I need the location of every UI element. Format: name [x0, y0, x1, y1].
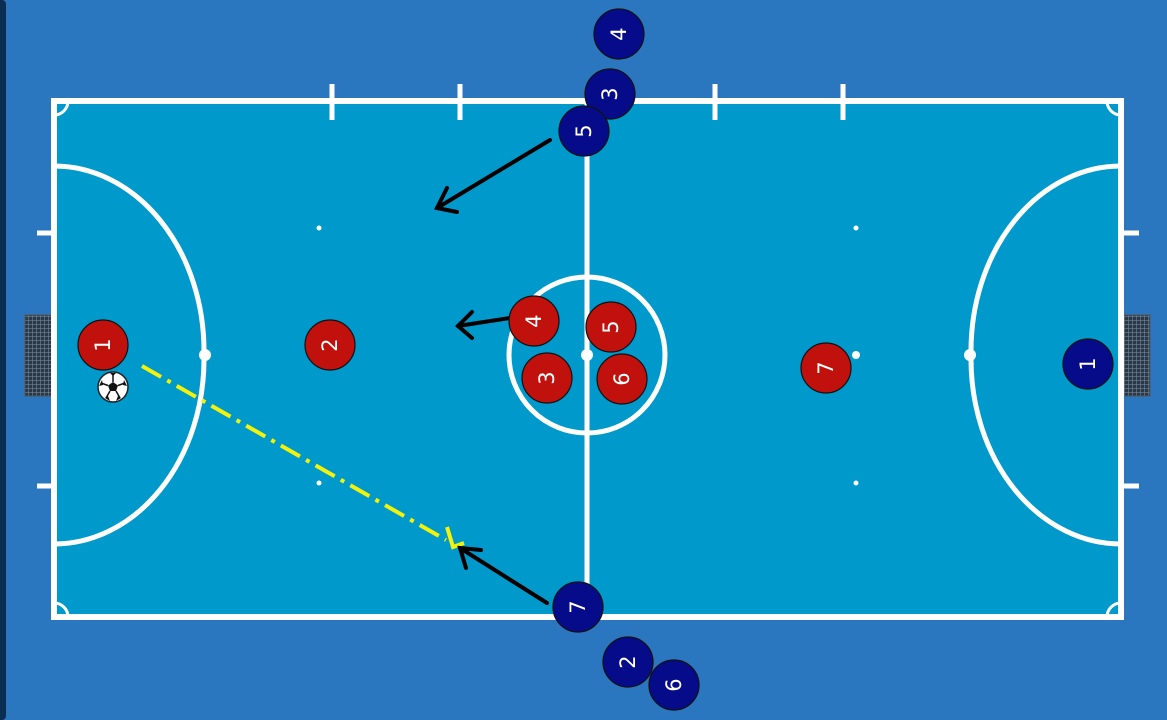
soccer-ball-icon[interactable] — [97, 371, 129, 403]
blue-7-number: 7 — [566, 600, 590, 613]
movement-arrows — [434, 138, 552, 605]
blue-4-token[interactable]: 4 — [593, 8, 645, 60]
blue-1-number: 1 — [1076, 357, 1100, 370]
left-penalty-spot — [199, 349, 211, 361]
blue-5-token[interactable]: 5 — [558, 105, 610, 157]
blue-3-token[interactable]: 3 — [584, 68, 636, 120]
pass-line — [141, 364, 465, 550]
red-3-token[interactable]: 3 — [521, 352, 573, 404]
blue-7-token[interactable]: 7 — [552, 581, 604, 633]
right-ten-metre-spot — [852, 351, 860, 359]
left-second-spot — [316, 225, 322, 231]
red-4-number: 4 — [522, 314, 546, 327]
corner-arc-top-left — [53, 100, 70, 117]
right-second-spot — [853, 225, 859, 231]
blue-3-number: 3 — [598, 87, 622, 100]
arrow-red-4-run — [455, 310, 512, 340]
center-spot — [581, 349, 593, 361]
board-edge — [0, 0, 6, 720]
arrow-blue-5-run — [434, 138, 552, 214]
blue-6-number: 6 — [662, 678, 686, 691]
left-second-spot-low — [316, 480, 322, 486]
red-5-number: 5 — [599, 320, 623, 333]
red-2-token[interactable]: 2 — [304, 319, 356, 371]
red-1-number: 1 — [91, 338, 115, 351]
blue-5-number: 5 — [572, 124, 596, 137]
red-6-number: 6 — [610, 372, 634, 385]
right-second-spot-low — [853, 480, 859, 486]
red-5-token[interactable]: 5 — [585, 301, 637, 353]
players-layer: 1 2 3 4 5 6 7 1 2 3 4 5 6 7 — [77, 8, 1114, 711]
red-4-token[interactable]: 4 — [508, 295, 560, 347]
corner-arc-bottom-right — [1105, 601, 1122, 618]
red-1-token[interactable]: 1 — [77, 319, 129, 371]
blue-2-token[interactable]: 2 — [602, 636, 654, 688]
blue-6-token[interactable]: 6 — [648, 659, 700, 711]
red-3-number: 3 — [535, 371, 559, 384]
red-7-token[interactable]: 7 — [800, 342, 852, 394]
substitution-zone-marks — [37, 84, 1139, 489]
corner-arc-top-right — [1105, 100, 1122, 117]
blue-2-number: 2 — [616, 655, 640, 668]
center-circle — [506, 274, 668, 436]
right-penalty-spot — [964, 349, 976, 361]
pitch-spots — [199, 225, 976, 486]
arrow-blue-7-run — [457, 545, 549, 605]
blue-1-token[interactable]: 1 — [1062, 338, 1114, 390]
red-6-token[interactable]: 6 — [596, 353, 648, 405]
red-2-number: 2 — [318, 338, 342, 351]
corner-arc-bottom-left — [53, 601, 70, 618]
red-7-number: 7 — [814, 361, 838, 374]
blue-4-number: 4 — [607, 27, 631, 40]
